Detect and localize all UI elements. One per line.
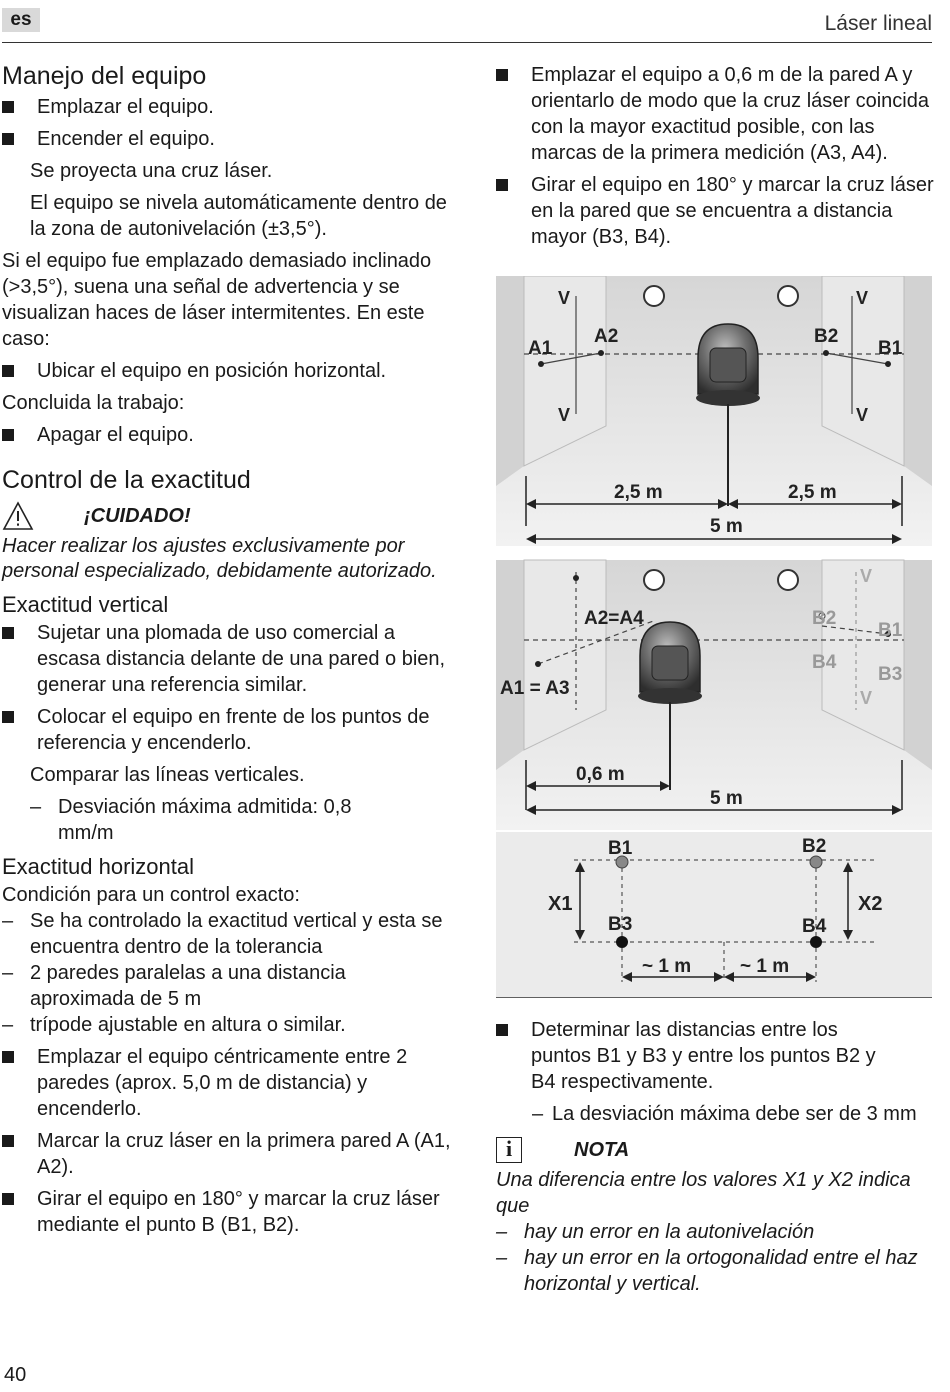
subheading-horizontal: Exactitud horizontal bbox=[2, 854, 194, 879]
list-item: Sujetar una plomada de uso comercial a e… bbox=[2, 620, 452, 698]
list-item: Encender el equipo. bbox=[2, 126, 452, 152]
dash-marker: – bbox=[496, 1247, 508, 1269]
point-label: A1 = A3 bbox=[500, 678, 570, 699]
note-row: i NOTA bbox=[496, 1133, 936, 1167]
dash-item: –hay un error en la ortogonalidad entre … bbox=[496, 1247, 918, 1295]
list-item: Emplazar el equipo a 0,6 m de la pared A… bbox=[496, 62, 936, 166]
result-text: Comparar las líneas verticales. bbox=[30, 764, 305, 786]
dash-marker: – bbox=[2, 962, 14, 984]
dash-marker: – bbox=[30, 796, 42, 818]
panel-offset-setup: V V A2=A4 A1 = A3 B2 B1 B4 B3 0,6 m 5 m bbox=[496, 559, 932, 830]
panel-symmetric-setup: V V V V A1 A2 B2 B1 2,5 m bbox=[496, 276, 932, 546]
list-item: Determinar las distancias entre los punt… bbox=[496, 1017, 936, 1095]
header-rule bbox=[2, 42, 932, 43]
section-heading-accuracy: Control de la exactitud bbox=[2, 466, 251, 494]
square-bullet-icon bbox=[2, 1135, 14, 1147]
dash-marker: – bbox=[2, 1014, 14, 1036]
paragraph: Condición para un control exacto: bbox=[2, 884, 300, 906]
dash-item: –Se ha controlado la exactitud vertical … bbox=[2, 910, 443, 958]
dash-item: –La desviación máxima debe ser de 3 mm bbox=[532, 1103, 917, 1125]
left-column: Manejo del equipo Emplazar el equipo. En… bbox=[2, 58, 452, 1244]
v-label: V bbox=[856, 288, 868, 308]
paragraph: Si el equipo fue emplazado demasiado inc… bbox=[2, 250, 432, 350]
caution-row: ¡CUIDADO! bbox=[2, 498, 452, 534]
running-title: Láser lineal bbox=[824, 12, 932, 35]
point-label: B4 bbox=[802, 916, 827, 937]
caution-text: Hacer realizar los ajustes exclusivament… bbox=[2, 535, 437, 582]
v-label: V bbox=[860, 566, 872, 586]
square-bullet-icon bbox=[2, 1051, 14, 1063]
point-label: B1 bbox=[878, 620, 903, 641]
list-item: Girar el equipo en 180° y marcar la cruz… bbox=[496, 172, 936, 250]
list-item: Ubicar el equipo en posición horizontal. bbox=[2, 358, 452, 384]
square-bullet-icon bbox=[496, 69, 508, 81]
v-label: V bbox=[558, 405, 570, 425]
dimension-label: ~ 1 m bbox=[642, 956, 691, 977]
dash-item: –hay un error en la autonivelación bbox=[496, 1221, 815, 1243]
panel-measurement: B1 B2 B3 B4 X1 X2 ~ 1 m ~ 1 m bbox=[496, 832, 932, 998]
dash-marker: – bbox=[496, 1221, 508, 1243]
point-label: B1 bbox=[878, 338, 903, 359]
point-label: B3 bbox=[608, 914, 632, 935]
square-bullet-icon bbox=[496, 179, 508, 191]
caution-label: ¡CUIDADO! bbox=[84, 505, 191, 527]
laser-device-icon bbox=[696, 323, 760, 406]
distance-label: X2 bbox=[858, 893, 882, 915]
section-heading-handling: Manejo del equipo bbox=[2, 62, 207, 90]
dimension-label: 5 m bbox=[710, 788, 743, 809]
accuracy-test-figure: V V V V A1 A2 B2 B1 2,5 m bbox=[496, 276, 932, 998]
list-item: Apagar el equipo. bbox=[2, 422, 452, 448]
dash-item: –Desviación máxima admitida: 0,8 mm/m bbox=[30, 796, 352, 844]
dimension-label: 2,5 m bbox=[614, 482, 663, 503]
point-label: B2 bbox=[812, 608, 836, 629]
square-bullet-icon bbox=[2, 365, 14, 377]
paragraph: Concluida la trabajo: bbox=[2, 392, 185, 414]
language-badge: es bbox=[2, 8, 40, 32]
distance-label: X1 bbox=[548, 893, 572, 915]
warning-triangle-icon bbox=[2, 501, 34, 530]
dimension-label: 2,5 m bbox=[788, 482, 837, 503]
dimension-label: 0,6 m bbox=[576, 764, 625, 785]
right-column-top: Emplazar el equipo a 0,6 m de la pared A… bbox=[496, 62, 936, 256]
square-bullet-icon bbox=[2, 429, 14, 441]
v-label: V bbox=[856, 405, 868, 425]
v-label: V bbox=[558, 288, 570, 308]
list-item: Marcar la cruz láser en la primera pared… bbox=[2, 1128, 452, 1180]
point-label: B2 bbox=[802, 836, 826, 857]
info-icon: i bbox=[496, 1137, 522, 1163]
note-label: NOTA bbox=[574, 1139, 630, 1161]
dash-item: –2 paredes paralelas a una distancia apr… bbox=[2, 962, 346, 1010]
list-item: Emplazar el equipo céntricamente entre 2… bbox=[2, 1044, 452, 1122]
square-bullet-icon bbox=[2, 133, 14, 145]
point-label: B4 bbox=[812, 652, 837, 673]
page-number: 40 bbox=[4, 1364, 27, 1386]
list-item: Girar el equipo en 180° y marcar la cruz… bbox=[2, 1186, 452, 1238]
square-bullet-icon bbox=[2, 1193, 14, 1205]
dimension-label: ~ 1 m bbox=[740, 956, 789, 977]
point-label: A2 bbox=[594, 326, 618, 347]
point-label: B2 bbox=[814, 326, 838, 347]
list-item: Colocar el equipo en frente de los punto… bbox=[2, 704, 452, 756]
right-column-bottom: Determinar las distancias entre los punt… bbox=[496, 1017, 936, 1297]
laser-device-icon bbox=[638, 621, 702, 704]
dash-item: –trípode ajustable en altura o similar. bbox=[2, 1014, 346, 1036]
square-bullet-icon bbox=[496, 1024, 508, 1036]
square-bullet-icon bbox=[2, 627, 14, 639]
square-bullet-icon bbox=[2, 711, 14, 723]
v-label: V bbox=[860, 688, 872, 708]
point-label: A1 bbox=[528, 338, 553, 359]
dimension-label: 5 m bbox=[710, 516, 743, 537]
point-label: A2=A4 bbox=[584, 608, 644, 629]
figure-svg: V V V V A1 A2 B2 B1 2,5 m bbox=[496, 276, 932, 998]
subheading-vertical: Exactitud vertical bbox=[2, 592, 169, 617]
result-text: Se proyecta una cruz láser. bbox=[30, 160, 273, 182]
square-bullet-icon bbox=[2, 101, 14, 113]
note-intro: Una diferencia entre los valores X1 y X2… bbox=[496, 1169, 911, 1217]
list-item: Emplazar el equipo. bbox=[2, 94, 452, 120]
dash-marker: – bbox=[2, 910, 14, 932]
result-text: El equipo se nivela automáticamente dent… bbox=[30, 192, 447, 240]
dash-marker: – bbox=[532, 1103, 544, 1125]
point-label: B1 bbox=[608, 838, 633, 859]
point-label: B3 bbox=[878, 664, 902, 685]
